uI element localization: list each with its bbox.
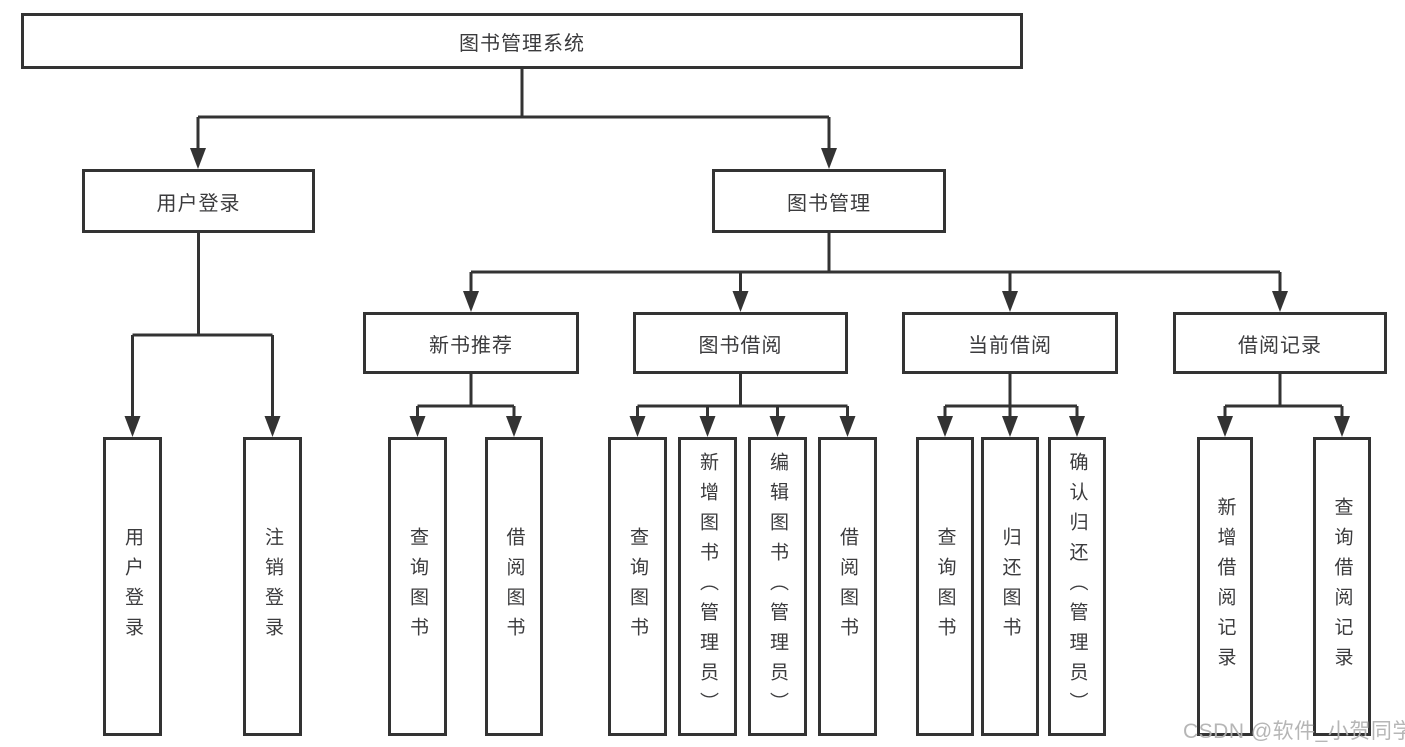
node-query-books-3: 查询图书 <box>916 437 974 736</box>
node-label: 查询图书 <box>934 526 956 647</box>
node-label: 借阅记录 <box>1238 334 1322 357</box>
node-borrow-records: 借阅记录 <box>1173 312 1387 374</box>
arrowhead-icon <box>1069 416 1085 437</box>
node-label: 查询图书 <box>407 526 428 647</box>
arrowhead-icon <box>1334 416 1350 437</box>
node-add-borrow-record: 新增借阅记录 <box>1197 437 1253 736</box>
connector-book-management-children <box>463 233 1288 312</box>
node-query-books-2: 查询图书 <box>608 437 667 736</box>
arrowhead-icon <box>1002 291 1018 312</box>
node-label: 新增借阅记录 <box>1214 496 1236 677</box>
node-label: 查询借阅记录 <box>1331 496 1353 677</box>
arrowhead-icon <box>190 148 206 169</box>
node-return-book: 归还图书 <box>981 437 1039 736</box>
arrowhead-icon <box>409 416 426 437</box>
node-edit-book-admin: 编辑图书（管理员） <box>748 437 807 736</box>
connector-root-to-level2 <box>190 69 837 169</box>
node-label: 图书借阅 <box>698 334 783 357</box>
node-book-borrow: 图书借阅 <box>633 312 848 374</box>
node-label: 当前借阅 <box>968 334 1052 357</box>
node-label: 借阅图书 <box>503 526 525 647</box>
connector-user-login-children <box>124 233 281 437</box>
arrowhead-icon <box>463 291 479 312</box>
connector-new-book-children <box>409 374 522 437</box>
arrowhead-icon <box>769 416 786 437</box>
connector-line <box>416 374 516 418</box>
node-label: 注销登录 <box>262 526 283 647</box>
node-new-book-recommend: 新书推荐 <box>363 312 579 374</box>
connector-line <box>1223 374 1344 418</box>
connector-borrow-records-children <box>1217 374 1350 437</box>
arrowhead-icon <box>821 148 837 169</box>
arrowhead-icon <box>732 291 749 312</box>
arrowhead-icon <box>937 416 953 437</box>
node-root-label: 图书管理系统 <box>459 32 585 55</box>
connector-current-borrow-children <box>937 374 1085 437</box>
arrowhead-icon <box>506 416 522 437</box>
node-label: 归还图书 <box>999 526 1021 647</box>
node-label: 确认归还（管理员） <box>1066 451 1088 722</box>
connector-line <box>131 233 274 418</box>
node-label: 新增图书（管理员） <box>697 451 718 722</box>
node-label: 编辑图书（管理员） <box>767 451 788 722</box>
node-label: 借阅图书 <box>837 526 858 647</box>
connector-line <box>196 69 831 150</box>
node-label: 用户登录 <box>122 526 143 647</box>
node-current-borrow: 当前借阅 <box>902 312 1118 374</box>
node-label: 用户登录 <box>156 192 241 215</box>
node-borrow-books-1: 借阅图书 <box>485 437 543 736</box>
connector-line <box>469 233 1282 293</box>
node-user-login-leaf: 用户登录 <box>103 437 162 736</box>
node-label: 查询图书 <box>627 526 648 647</box>
node-label: 新书推荐 <box>429 334 513 357</box>
connector-line <box>636 374 849 418</box>
node-user-login: 用户登录 <box>82 169 315 233</box>
connector-book-borrow-children <box>629 374 856 437</box>
node-root: 图书管理系统 <box>21 13 1023 69</box>
arrowhead-icon <box>1217 416 1233 437</box>
node-label: 图书管理 <box>787 192 871 215</box>
arrowhead-icon <box>699 416 716 437</box>
node-borrow-books-2: 借阅图书 <box>818 437 877 736</box>
arrowhead-icon <box>839 416 856 437</box>
csdn-watermark: CSDN @软件_小贺同学 <box>1183 720 1405 743</box>
node-book-management: 图书管理 <box>712 169 946 233</box>
connector-line <box>943 374 1079 418</box>
node-query-borrow-record: 查询借阅记录 <box>1313 437 1371 736</box>
arrowhead-icon <box>1272 291 1288 312</box>
node-logout: 注销登录 <box>243 437 302 736</box>
arrowhead-icon <box>629 416 646 437</box>
arrowhead-icon <box>1002 416 1018 437</box>
node-confirm-return-admin: 确认归还（管理员） <box>1048 437 1106 736</box>
node-query-books-1: 查询图书 <box>388 437 447 736</box>
arrowhead-icon <box>124 416 141 437</box>
arrowhead-icon <box>264 416 281 437</box>
node-add-book-admin: 新增图书（管理员） <box>678 437 737 736</box>
